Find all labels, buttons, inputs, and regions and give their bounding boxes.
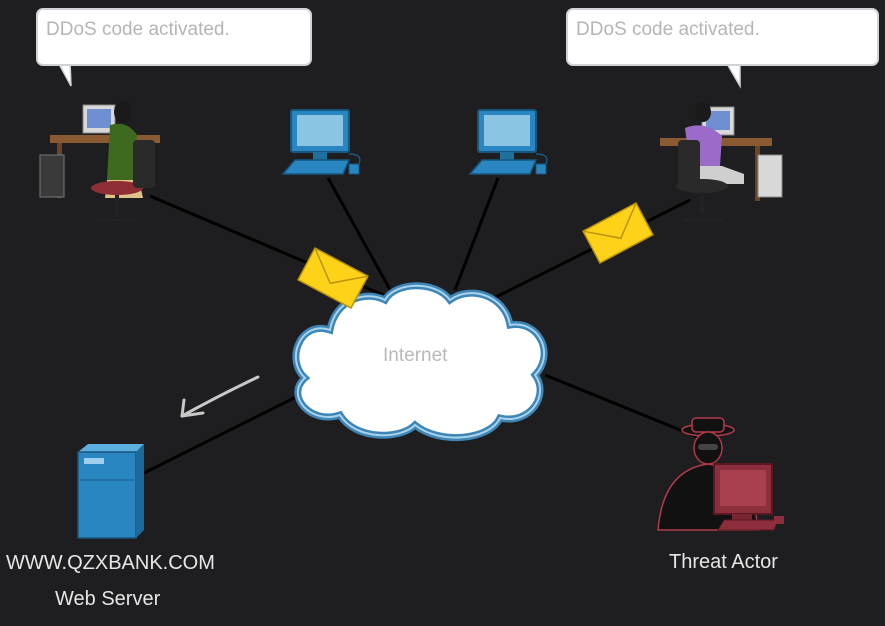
link-threat-actor xyxy=(544,373,701,440)
user-at-desk-icon xyxy=(39,101,160,222)
threat-actor-caption: Threat Actor xyxy=(669,551,778,573)
speech-bubble-right: DDoS code activated. xyxy=(566,8,879,66)
server-tower-icon xyxy=(77,444,144,539)
link-center-pc-left xyxy=(326,177,395,296)
hacker-icon xyxy=(657,417,784,531)
desktop-pc-icon xyxy=(281,109,361,175)
web-server-caption: Web Server xyxy=(55,588,161,610)
internet-cloud-icon xyxy=(292,282,548,442)
user-at-desk-icon xyxy=(660,102,783,222)
envelope-icon xyxy=(582,202,654,264)
internet-label: Internet xyxy=(383,345,448,366)
link-web-server xyxy=(141,393,301,476)
bubble-left-text: DDoS code activated. xyxy=(46,19,230,40)
speech-bubble-left: DDoS code activated. xyxy=(36,8,312,66)
link-right-user xyxy=(479,198,691,307)
web-server-domain: WWW.QZXBANK.COM xyxy=(6,552,215,574)
link-center-pc-right xyxy=(453,177,500,291)
desktop-pc-icon xyxy=(468,109,548,175)
envelope-icon xyxy=(297,247,369,309)
arrow-icon xyxy=(180,375,260,418)
bubble-right-text: DDoS code activated. xyxy=(576,19,760,40)
